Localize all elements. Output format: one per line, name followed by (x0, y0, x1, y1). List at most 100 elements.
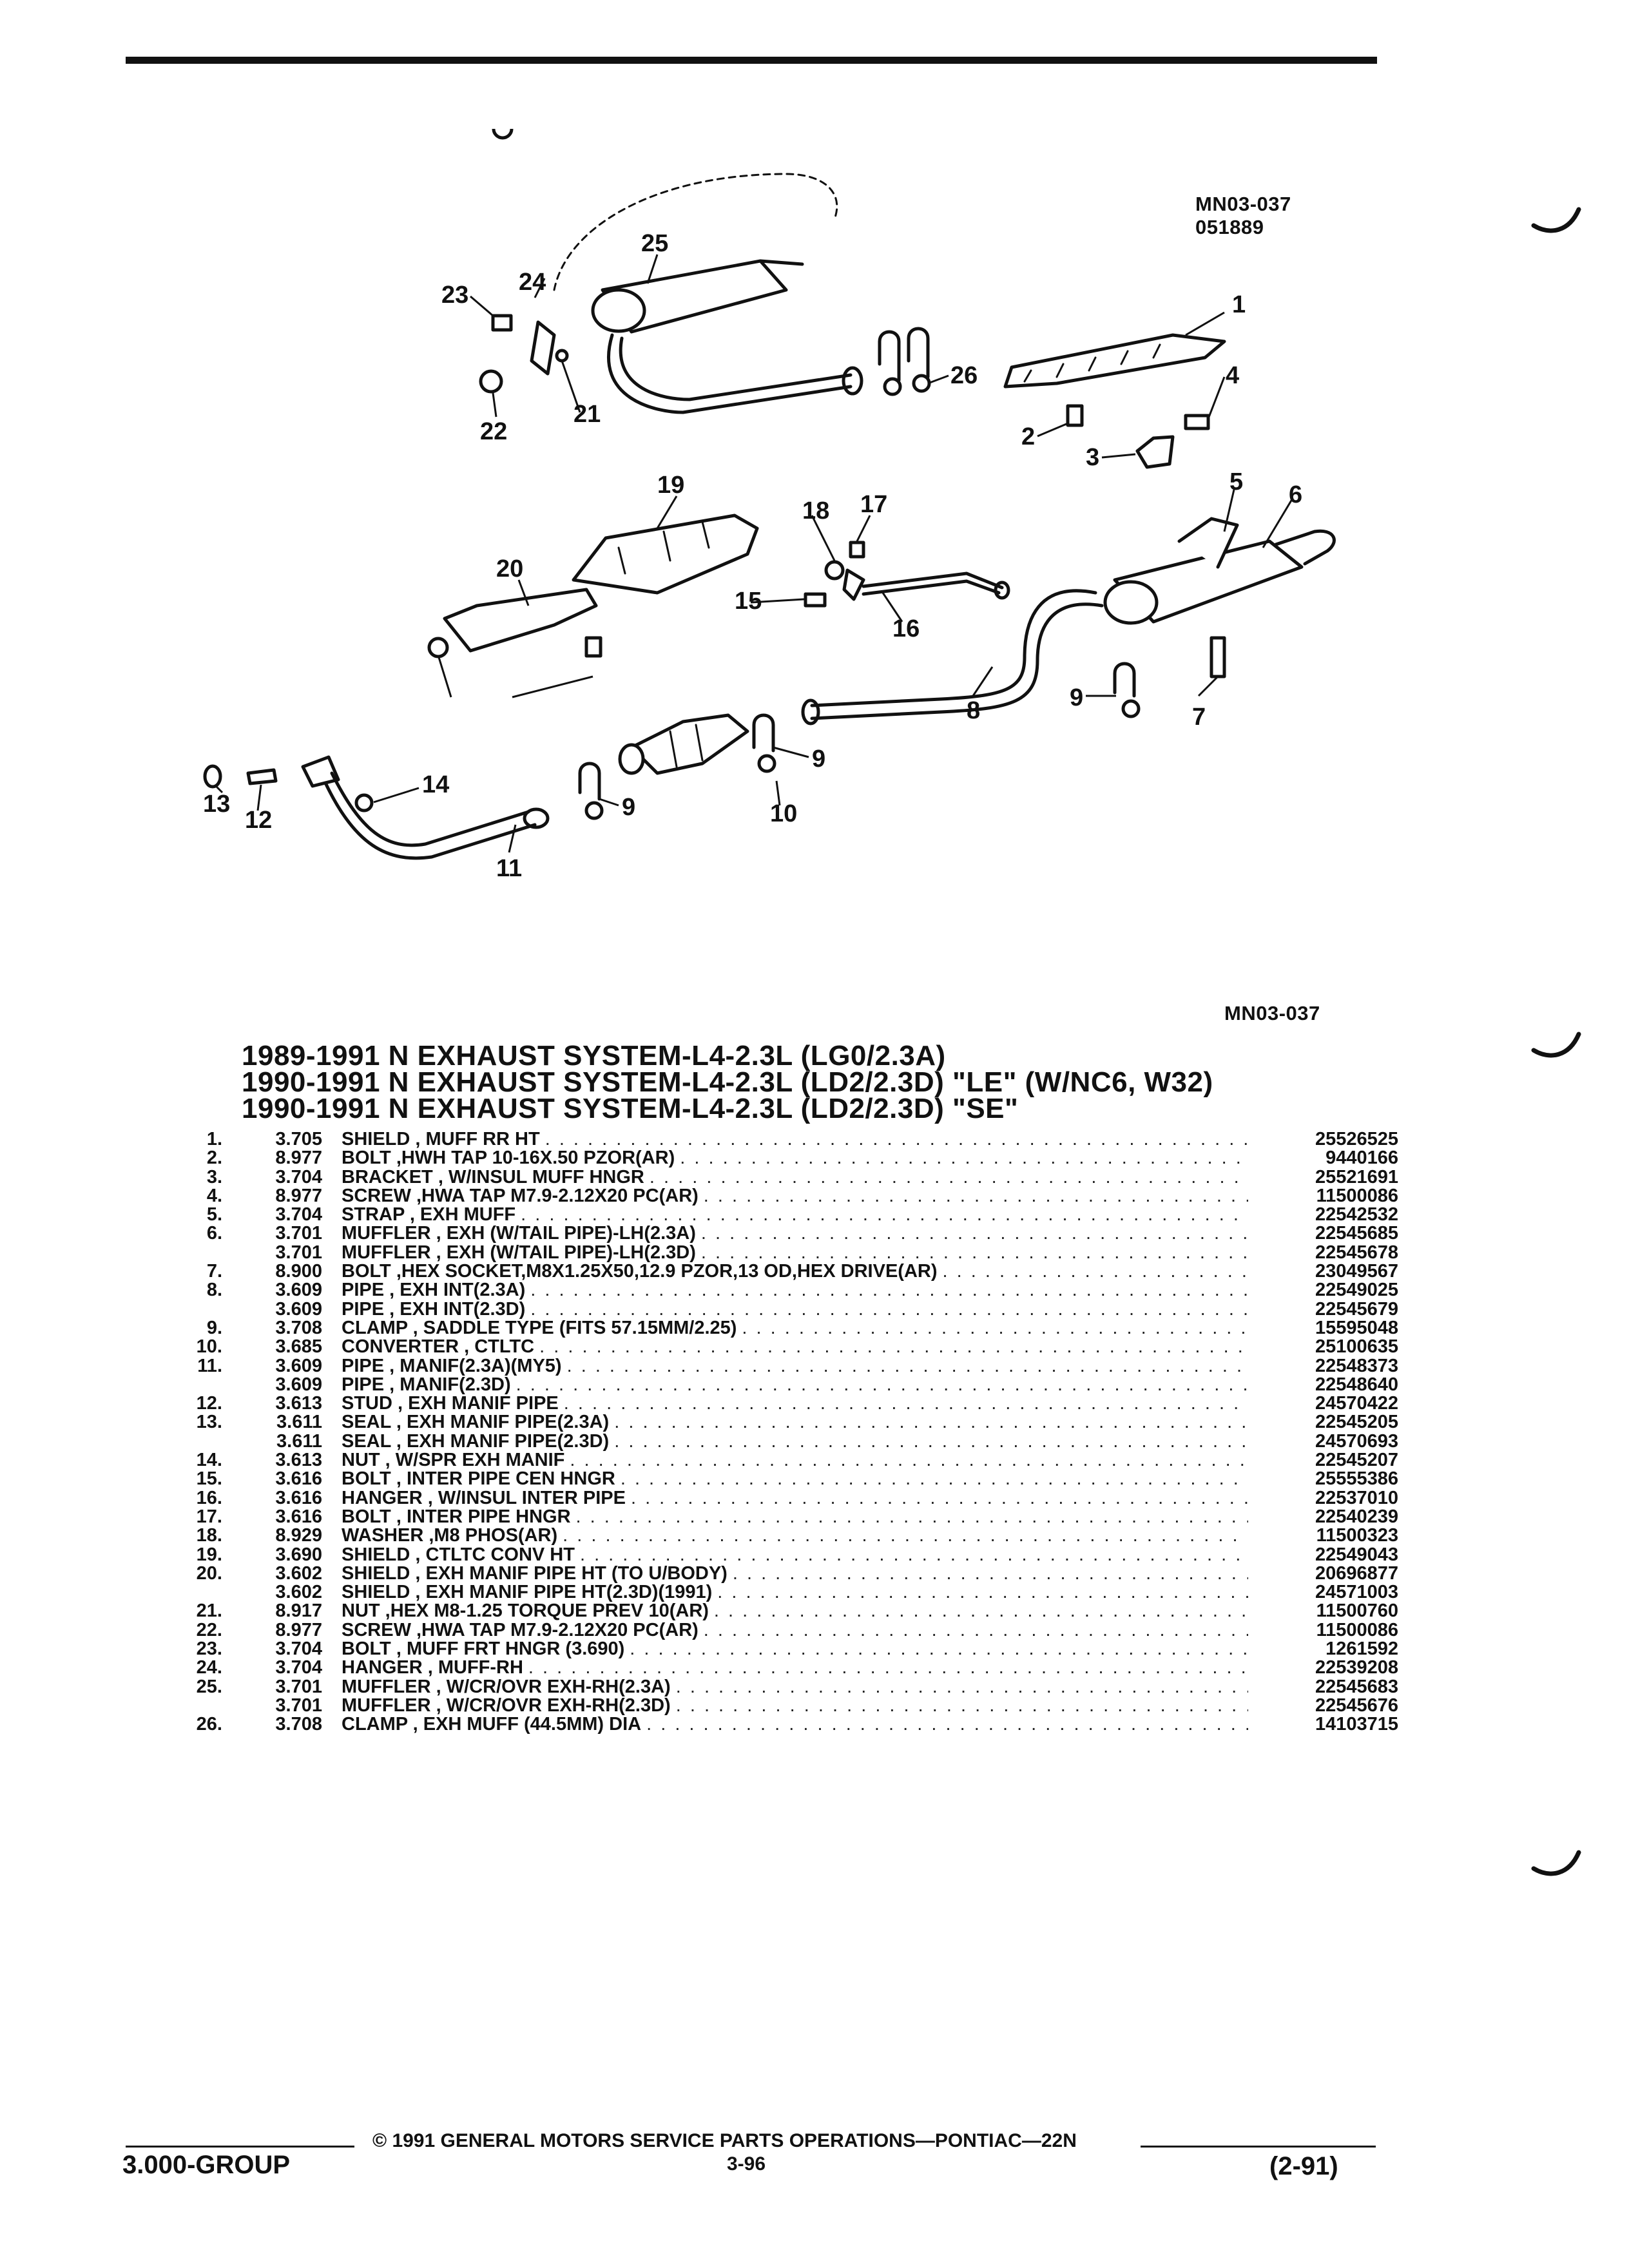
part-group-number: 3.708 (275, 1317, 322, 1338)
part-item-number: 18. (196, 1525, 222, 1546)
dot-leader (530, 1300, 1248, 1319)
part-number: 25526525 (1315, 1129, 1398, 1149)
callout-19: 19 (657, 472, 684, 499)
part-description: SHIELD , MUFF RR HT (342, 1129, 540, 1149)
callout-7: 7 (1192, 704, 1206, 731)
part-group-number: 8.977 (275, 1619, 322, 1640)
part-number: 22537010 (1315, 1487, 1398, 1508)
dot-leader (717, 1583, 1248, 1602)
dot-leader (680, 1149, 1248, 1168)
part-description: BOLT ,HEX SOCKET,M8X1.25X50,12.9 PZOR,13… (342, 1261, 938, 1282)
part-number: 22545685 (1315, 1223, 1398, 1244)
part-item-number: 10. (196, 1336, 222, 1358)
dot-leader (539, 1338, 1248, 1356)
callout-labels: 1 2 3 4 5 6 7 8 9 9 9 10 11 12 13 14 15 … (203, 230, 1302, 882)
part-description: PIPE , EXH INT(2.3D) (342, 1298, 526, 1320)
part-item-number: 6. (206, 1223, 222, 1244)
callout-17: 17 (860, 491, 887, 518)
part-item-number: 23. (196, 1639, 222, 1660)
callout-10: 10 (770, 800, 797, 827)
part-group-number: 3.611 (276, 1412, 322, 1433)
muffler-rh-part-25 (591, 259, 863, 414)
part-description: SHIELD , EXH MANIF PIPE HT(2.3D)(1991) (342, 1582, 713, 1603)
muffler-lh-part-6 (1103, 517, 1336, 678)
part-number: 11500323 (1316, 1525, 1398, 1546)
inter-pipe-hanger-part-16 (804, 541, 1010, 608)
part-description: MUFFLER , W/CR/OVR EXH-RH(2.3D) (342, 1695, 671, 1716)
dot-leader (528, 1658, 1248, 1677)
footer-rule-right (1141, 2146, 1376, 2148)
bracket-part-3 (1135, 435, 1175, 469)
dot-leader (521, 1206, 1248, 1224)
section-titles: 1989-1991 N EXHAUST SYSTEM-L4-2.3L (LG0/… (242, 1040, 1213, 1123)
part-item-number: 7. (206, 1261, 222, 1282)
part-description: NUT , W/SPR EXH MANIF (342, 1450, 565, 1471)
part-item-number: 19. (196, 1544, 222, 1565)
part-description: STRAP , EXH MUFF (342, 1204, 516, 1225)
part-item-number: 25. (196, 1676, 222, 1697)
callout-6: 6 (1289, 481, 1302, 508)
callout-20: 20 (496, 555, 523, 582)
part-description: SHIELD , EXH MANIF PIPE HT (TO U/BODY) (342, 1562, 728, 1584)
part-group-number: 3.704 (275, 1657, 322, 1678)
callout-8: 8 (967, 697, 980, 724)
footer-copyright: © 1991 GENERAL MOTORS SERVICE PARTS OPER… (372, 2130, 1077, 2151)
dot-leader (545, 1130, 1248, 1149)
part-description: CLAMP , SADDLE TYPE (FITS 57.15MM/2.25) (342, 1317, 737, 1338)
part-number: 22540239 (1315, 1506, 1398, 1527)
part-item-number: 17. (196, 1506, 222, 1527)
part-number: 15595048 (1315, 1317, 1398, 1338)
dot-leader (614, 1413, 1248, 1432)
part-group-number: 8.929 (275, 1525, 322, 1546)
part-number: 23049567 (1315, 1261, 1398, 1282)
dot-leader (580, 1546, 1248, 1564)
part-number: 22545207 (1315, 1450, 1398, 1471)
callout-16: 16 (892, 615, 920, 642)
part-description: MUFFLER , EXH (W/TAIL PIPE)-LH(2.3D) (342, 1242, 696, 1263)
footer-page-number: 3-96 (727, 2153, 766, 2175)
manifold-pipe-part-11 (203, 755, 550, 860)
part-number: 11500086 (1316, 1185, 1398, 1206)
part-number: 25555386 (1315, 1468, 1398, 1490)
title-line-1: 1989-1991 N EXHAUST SYSTEM-L4-2.3L (LG0/… (242, 1040, 946, 1072)
callout-14: 14 (422, 771, 449, 798)
callout-2: 2 (1021, 423, 1035, 450)
part-item-number: 3. (206, 1166, 222, 1187)
part-number: 22539208 (1315, 1657, 1398, 1678)
part-group-number: 3.616 (275, 1506, 322, 1527)
converter-heat-shield-part-19 (572, 514, 759, 595)
part-description: WASHER ,M8 PHOS(AR) (342, 1525, 558, 1546)
part-number: 14103715 (1315, 1714, 1398, 1735)
binder-tick-mark (1531, 1850, 1581, 1876)
part-number: 22548373 (1315, 1355, 1398, 1376)
part-item-number: 20. (196, 1562, 222, 1584)
dot-leader (621, 1470, 1248, 1488)
dot-leader (631, 1489, 1248, 1508)
dot-leader (676, 1696, 1248, 1715)
clamp-part-9 (1113, 662, 1136, 698)
part-group-number: 3.609 (275, 1355, 322, 1376)
dot-leader (733, 1564, 1248, 1583)
callout-3: 3 (1086, 444, 1099, 471)
dot-leader (516, 1376, 1248, 1394)
part-group-number: 8.977 (275, 1185, 322, 1206)
part-group-number: 3.701 (275, 1676, 322, 1697)
callout-25: 25 (641, 230, 668, 257)
part-group-number: 3.685 (275, 1336, 322, 1358)
part-item-number: 26. (196, 1714, 222, 1735)
figure-ref-date: 051889 (1195, 216, 1264, 238)
part-description: SCREW ,HWA TAP M7.9-2.12X20 PC(AR) (342, 1619, 699, 1640)
clamp-part-26 (878, 327, 931, 396)
part-number: 1261592 (1325, 1639, 1398, 1660)
